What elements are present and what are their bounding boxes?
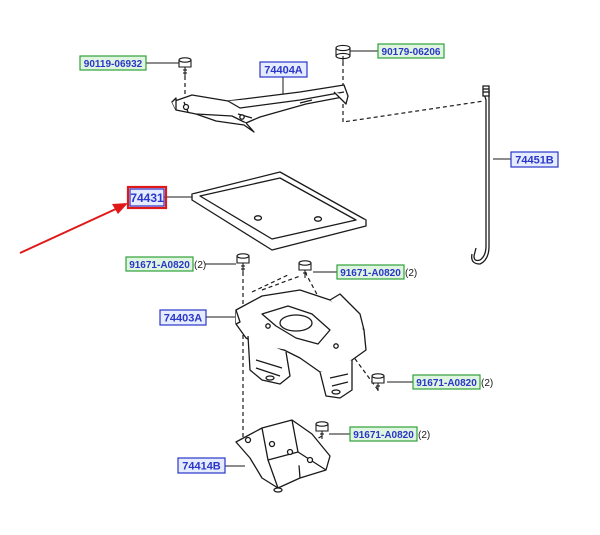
part-label-74431-highlighted[interactable]: 74431 xyxy=(126,185,168,210)
fastener-label-90119-06932[interactable]: 90119-06932 xyxy=(79,55,147,71)
quantity-text: (2) xyxy=(418,430,430,441)
fastener-label-text: 91671-A0820 xyxy=(353,430,414,441)
bolt-icon xyxy=(315,421,329,439)
part-label-74403A[interactable]: 74403A xyxy=(159,309,207,326)
fastener-label-text: 91671-A0820 xyxy=(129,260,190,271)
bolt-icon xyxy=(236,253,250,272)
bolt-icon xyxy=(178,57,192,76)
quantity-text: (2) xyxy=(194,260,206,271)
part-label-text: 74414B xyxy=(182,461,221,473)
bolt-icon xyxy=(298,260,312,278)
bolt-icon xyxy=(371,373,385,391)
fastener-label-91671-A0820-2[interactable]: 91671-A0820 (2) xyxy=(336,264,417,280)
part-label-text: 74404A xyxy=(264,65,303,77)
fastener-label-91671-A0820-4[interactable]: 91671-A0820 (2) xyxy=(349,426,430,442)
hold-down-rod xyxy=(471,85,490,265)
fastener-label-91671-A0820-3[interactable]: 91671-A0820 (2) xyxy=(412,374,493,390)
fastener-label-text: 91671-A0820 xyxy=(416,378,477,389)
fastener-label-91671-A0820-1[interactable]: 91671-A0820 (2) xyxy=(125,256,206,272)
fastener-label-text: 91671-A0820 xyxy=(340,268,401,279)
part-label-74451B[interactable]: 74451B xyxy=(510,151,559,168)
tray-bracket xyxy=(235,289,367,399)
quantity-text: (2) xyxy=(405,268,417,279)
arrow-icon xyxy=(19,203,128,254)
part-label-text: 74403A xyxy=(164,313,203,325)
part-label-text: 74431 xyxy=(130,191,164,205)
fastener-label-text: 90179-06206 xyxy=(382,47,441,58)
fastener-label-90179-06206[interactable]: 90179-06206 xyxy=(377,43,445,59)
hold-down-clamp xyxy=(171,84,349,133)
quantity-text: (2) xyxy=(481,378,493,389)
leader-lines xyxy=(146,50,511,467)
carrier-brace xyxy=(235,419,331,493)
fastener-label-text: 90119-06932 xyxy=(84,59,143,70)
part-label-74404A[interactable]: 74404A xyxy=(259,61,308,78)
part-label-text: 74451B xyxy=(515,155,554,167)
assembly-reference-lines xyxy=(184,62,485,445)
battery-tray xyxy=(191,171,367,251)
part-label-74414B[interactable]: 74414B xyxy=(177,457,226,474)
nut-icon xyxy=(335,44,351,62)
